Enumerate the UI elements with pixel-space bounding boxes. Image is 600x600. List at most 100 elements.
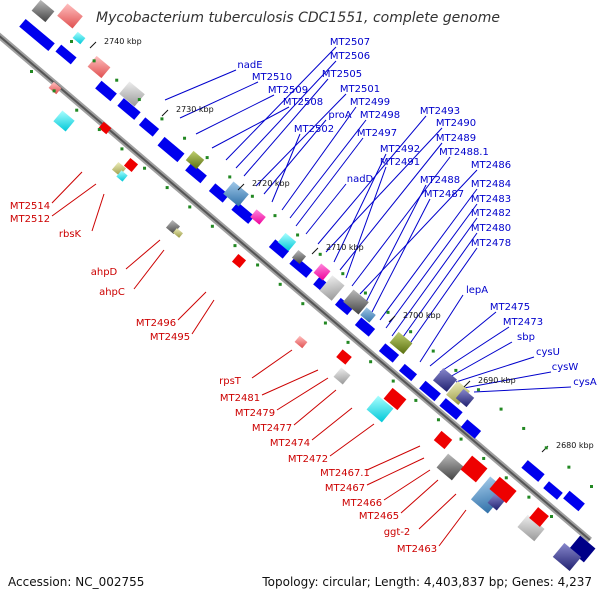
leader-mt2508 (211, 106, 290, 149)
gene-block-fwd-10 (289, 256, 313, 278)
spacing-dot-b-2 (115, 78, 119, 82)
gene-label-mt2506: MT2506 (330, 51, 370, 62)
spacing-dot-b-21 (544, 446, 548, 450)
gene-block-fwd-9 (268, 239, 290, 259)
leader-mt2473 (439, 326, 510, 373)
leader-mt2475 (429, 311, 497, 367)
spacing-dot-b-0 (70, 40, 73, 43)
leader-mt2498 (289, 119, 367, 219)
gene-label-mt2488-1: MT2488.1 (439, 147, 489, 158)
spacing-dot-b-13 (363, 291, 367, 295)
leader-mt2480 (397, 232, 478, 345)
gene-block-fwd-8 (231, 202, 255, 224)
spacing-dot-b-17 (454, 368, 458, 372)
gene-label-mt2480: MT2480 (471, 223, 511, 234)
gene-block-fwd-0 (19, 18, 55, 52)
leader-mt2482 (391, 217, 478, 337)
spacing-dot-a-16 (391, 379, 395, 383)
gene-block-fwd-1 (55, 44, 77, 65)
spacing-dot-a-11 (278, 282, 282, 286)
leader-mt2488-1 (351, 156, 451, 287)
gene-block-fancy-13 (360, 307, 376, 323)
gene-label-mt2479: MT2479 (235, 408, 275, 419)
gene-block-fancy-0 (31, 0, 55, 23)
gene-block-fwd-15 (398, 363, 418, 382)
gene-block-fwd-22 (568, 535, 596, 563)
leader-mt2463 (438, 509, 467, 547)
tick-mark-2710-kbp (311, 247, 319, 255)
spacing-dot-b-1 (92, 59, 96, 63)
gene-label-mt2499: MT2499 (350, 97, 390, 108)
gene-label-mt2483: MT2483 (471, 194, 511, 205)
gene-label-mt2482: MT2482 (471, 208, 511, 219)
gene-block-rev-9 (294, 335, 308, 349)
leader-mt2497 (295, 137, 364, 227)
spacing-dot-b-4 (160, 117, 164, 121)
gene-label-mt2496: MT2496 (136, 318, 176, 329)
gene-block-fwd-6 (185, 162, 207, 184)
gene-label-mt2501: MT2501 (340, 84, 380, 95)
gene-label-mt2467: MT2467 (325, 483, 365, 494)
tick-label-2690-kbp: 2690 kbp (478, 376, 516, 385)
genome-backbone (0, 32, 592, 543)
gene-label-mt2467-1: MT2467.1 (320, 468, 370, 479)
gene-block-rev-18 (517, 514, 545, 542)
tick-mark-2720-kbp (237, 183, 245, 191)
gene-block-rev-14 (433, 430, 453, 450)
leader-mt2509 (195, 94, 275, 135)
gene-block-rev-4 (116, 170, 128, 182)
gene-block-fwd-19 (521, 460, 545, 482)
gene-block-fancy-3 (87, 55, 111, 79)
leader-mt2506 (235, 60, 337, 169)
gene-label-mt2463: MT2463 (397, 544, 437, 555)
gene-block-fwd-12 (334, 297, 354, 316)
leader-mt2483 (385, 203, 478, 329)
gene-block-fwd-14 (378, 343, 400, 363)
genome-summary-text: Topology: circular; Length: 4,403,837 bp… (261, 575, 592, 589)
gene-label-mt2474: MT2474 (270, 438, 310, 449)
gene-block-fancy-10 (313, 263, 331, 281)
gene-block-fwd-4 (138, 117, 160, 137)
leader-mt2507 (225, 46, 337, 161)
gene-block-fancy-7 (250, 209, 266, 225)
gene-block-fancy-15 (432, 368, 458, 392)
gene-block-rev-10 (336, 349, 352, 365)
gene-label-mt2512: MT2512 (10, 214, 50, 225)
gene-block-rev-12 (366, 395, 394, 423)
gene-label-ggt-2: ggt-2 (384, 527, 411, 538)
leader-ahpc (133, 249, 165, 290)
gene-block-fwd-13 (354, 317, 376, 337)
spacing-dot-a-8 (210, 224, 214, 228)
leader-mt2472 (329, 423, 375, 457)
gene-label-mt2492: MT2492 (380, 144, 420, 155)
gene-block-fancy-16 (446, 380, 470, 406)
gene-block-rev-19 (529, 507, 549, 527)
spacing-dot-b-3 (137, 98, 141, 102)
gene-block-fwd-20 (543, 481, 563, 500)
gene-block-fancy-1 (57, 3, 83, 29)
spacing-dot-a-1 (52, 89, 56, 93)
gene-label-mt2510: MT2510 (252, 72, 292, 83)
gene-label-ahpc: ahpC (99, 287, 125, 298)
gene-block-fwd-5 (157, 136, 185, 163)
leader-proa (263, 119, 327, 195)
gene-block-fancy-14 (389, 331, 413, 355)
leader-mt2486 (359, 169, 478, 295)
gene-label-mt2505: MT2505 (322, 69, 362, 80)
spacing-dot-b-12 (341, 272, 345, 276)
leader-mt2505 (243, 78, 329, 177)
spacing-dot-a-3 (97, 128, 101, 132)
leader-mt2492 (333, 153, 387, 263)
gene-label-cysu: cysU (536, 347, 560, 358)
leader-mt2502 (271, 133, 301, 203)
leader-mt2466 (383, 469, 431, 501)
spacing-dot-b-16 (431, 349, 435, 353)
gene-block-fwd-17 (439, 398, 463, 420)
gene-block-fancy-20 (552, 543, 582, 571)
gene-block-fwd-21 (563, 490, 585, 512)
map-title: Mycobacterium tuberculosis CDC1551, comp… (96, 10, 500, 26)
gene-block-rev-5 (123, 157, 139, 173)
leader-mt2478 (403, 247, 478, 353)
spacing-dot-b-20 (522, 426, 526, 430)
